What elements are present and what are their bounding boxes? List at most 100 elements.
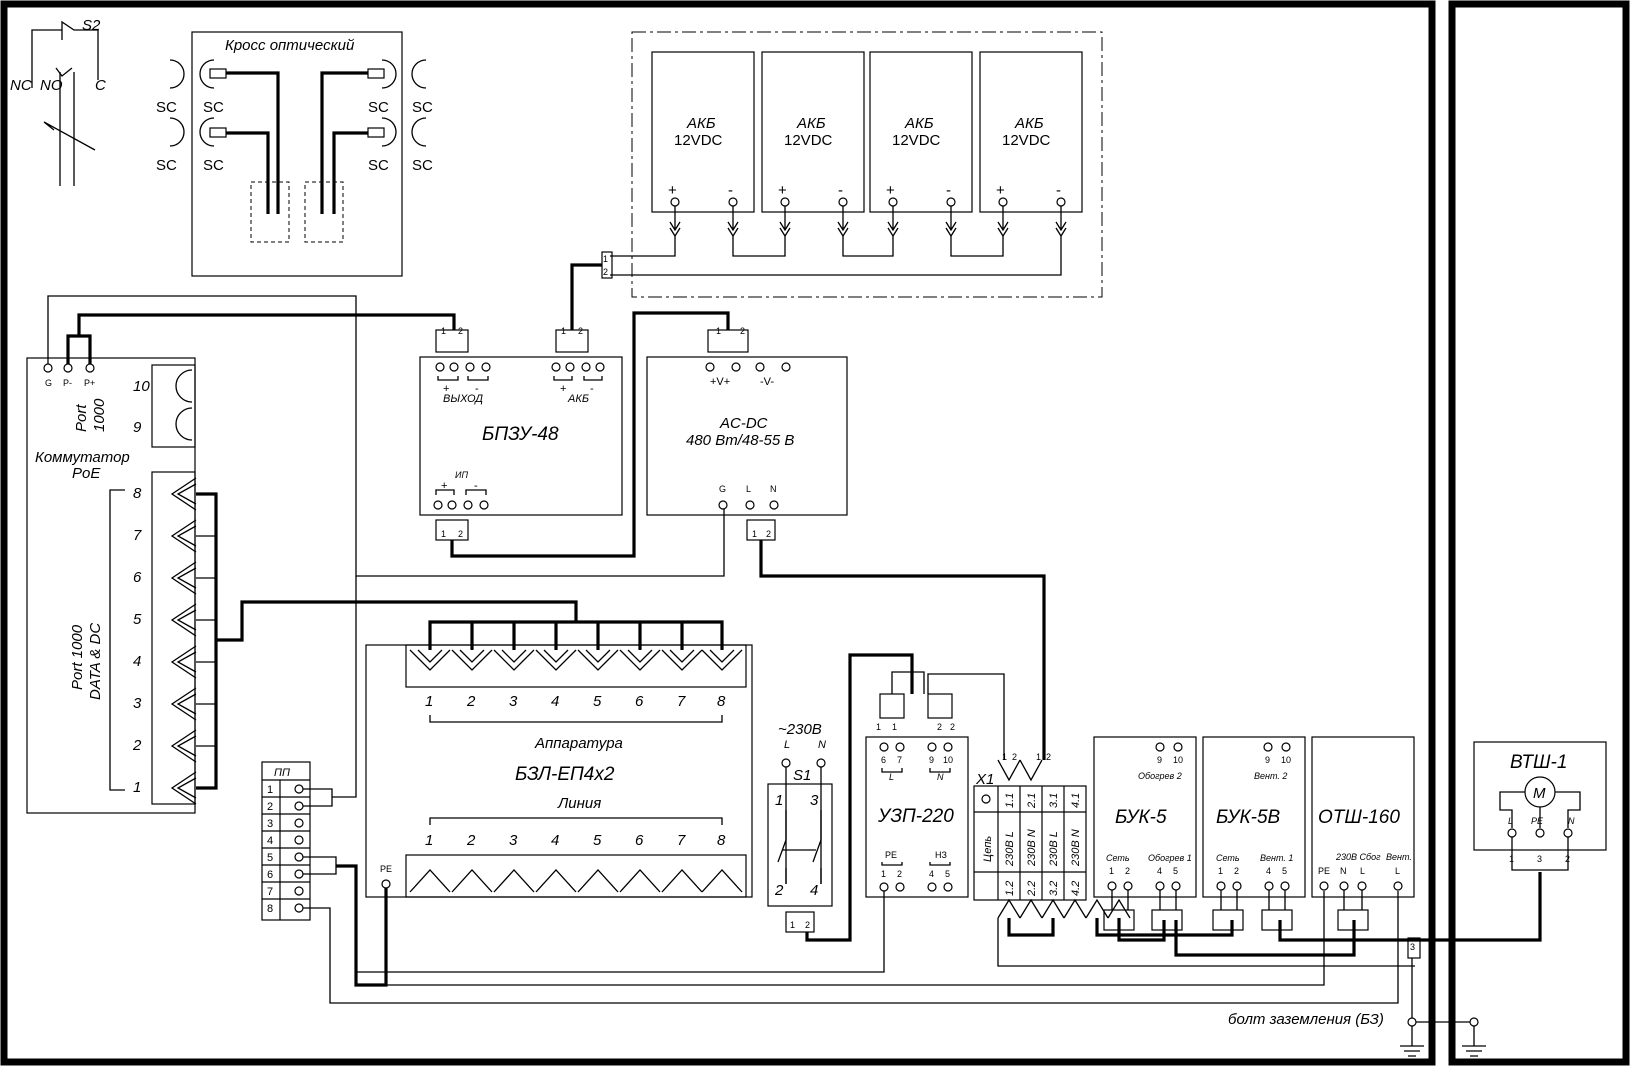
uzp-top-9: 9 [929, 755, 934, 765]
ground-bolt: болт заземления (БЗ) 3 [1228, 937, 1486, 1057]
buk5v-pin-1: 1 [1218, 866, 1223, 876]
buk5v-name: БУК-5В [1216, 807, 1281, 828]
poe-pin-pplus: P+ [84, 378, 95, 388]
s1-pin-1: 1 [775, 792, 783, 809]
buk5-pin-4: 4 [1157, 866, 1162, 876]
svg-text:2: 2 [458, 326, 463, 336]
sc-label-8: SC [412, 157, 433, 174]
acdc-vminus: -V- [760, 376, 774, 388]
bzl-bottom-port-4: 4 [551, 832, 559, 849]
uzp-top-6: 6 [881, 755, 886, 765]
svg-text:2: 2 [1012, 752, 1017, 762]
fiber-port-10: 10 [133, 378, 150, 395]
otsh-pin-l: L [1360, 866, 1365, 876]
copper-port-label-1: Port 1000 [69, 624, 86, 690]
svg-text:2: 2 [1046, 752, 1051, 762]
bzl-bottom-port-6: 6 [635, 832, 644, 849]
uzp-bottom-2: 2 [897, 869, 902, 879]
terminal-strip-pp: ПП 1 2 3 4 5 6 7 8 [261, 761, 311, 921]
x1-head-4: 4.1 [1070, 793, 1082, 808]
s1-mains: ~230В [778, 721, 822, 738]
poe-switch-title-2: PoE [72, 465, 101, 482]
x1-name: X1 [975, 771, 994, 788]
buk5v-pin-4: 4 [1266, 866, 1271, 876]
uzp-n: N [937, 772, 944, 782]
battery-3-plus: + [886, 182, 895, 199]
bpzu-akb-label: АКБ [567, 393, 589, 405]
poe-pin-g: G [45, 378, 52, 388]
svg-text:2: 2 [578, 326, 583, 336]
s2-c-label: C [95, 77, 106, 94]
bzl-bottom-port-8: 8 [717, 832, 726, 849]
otsh-pin-pe: PE [1318, 866, 1330, 876]
x1-bottom-2: 2.2 [1026, 881, 1038, 897]
uzp-bottom-5: 5 [945, 869, 950, 879]
otsh-pin-n: N [1340, 866, 1347, 876]
bzl-top-port-3: 3 [509, 693, 518, 710]
svg-text:2: 2 [603, 267, 608, 277]
acdc-l: L [746, 484, 751, 494]
bzl-top-port-5: 5 [593, 693, 602, 710]
bpzu-out-plus: + [443, 383, 449, 395]
buk5v-pin-2: 2 [1234, 866, 1239, 876]
bzl-top-port-8: 8 [717, 693, 726, 710]
vtsh-pe: PE [1531, 816, 1544, 826]
vtsh-name: ВТШ-1 [1510, 752, 1567, 773]
battery-1-voltage: 12VDC [674, 132, 723, 149]
otsh-sub1: 230В Сбог [1335, 852, 1381, 862]
otsh-name: ОТШ-160 [1318, 807, 1400, 828]
svg-text:1: 1 [790, 920, 795, 930]
battery-2-voltage: 12VDC [784, 132, 833, 149]
svg-text:2: 2 [805, 920, 810, 930]
x1-mid-4: 230В N [1070, 829, 1082, 867]
terminal-strip-title: ПП [274, 767, 290, 779]
poe-switch: Коммутатор PoE G P- P+ 10 9 Port 1000 Po… [26, 357, 218, 814]
copper-port-7: 7 [133, 527, 142, 544]
bpzu-akb-plus: + [560, 383, 566, 395]
copper-port-label-2: DATA & DC [87, 623, 104, 700]
svg-text:2: 2 [458, 529, 463, 539]
bzl-top-label: Аппаратура [534, 735, 623, 752]
bpzu-out-label: ВЫХОД [443, 393, 483, 405]
buk5-pin-1: 1 [1109, 866, 1114, 876]
s1-name: S1 [793, 767, 811, 784]
battery-1-minus: - [728, 182, 733, 199]
battery-3-voltage: 12VDC [892, 132, 941, 149]
buk5v-top-label: Вент. 2 [1254, 771, 1287, 781]
wiring [47, 263, 1542, 1018]
vtsh-motor-icon: M [1533, 785, 1546, 802]
terminal-row-4: 4 [267, 835, 273, 847]
x1-mid-2: 230В N [1026, 829, 1038, 867]
vtsh-1: ВТШ-1 M L PE N 1 3 2 [1473, 741, 1607, 871]
svg-text:1: 1 [603, 254, 608, 264]
buk5-heat1: Обогрев 1 [1148, 853, 1192, 863]
svg-text:3: 3 [1410, 942, 1415, 952]
acdc-n: N [770, 484, 777, 494]
s1-pin-2: 2 [774, 882, 784, 899]
bpzu-out-minus: - [475, 383, 479, 395]
bzl-name: БЗЛ-ЕП4х2 [515, 764, 615, 785]
terminal-row-5: 5 [267, 852, 273, 864]
bzl-top-port-4: 4 [551, 693, 559, 710]
uzp-pe: PE [885, 850, 897, 860]
buk5v-vent1: Вент. 1 [1260, 853, 1293, 863]
copper-port-5: 5 [133, 611, 142, 628]
uzp-top-10: 10 [943, 755, 953, 765]
uzp-bottom-4: 4 [929, 869, 934, 879]
copper-port-6: 6 [133, 569, 142, 586]
bpzu-name: БПЗУ-48 [482, 424, 559, 445]
terminal-row-8: 8 [267, 903, 273, 915]
svg-text:1: 1 [1036, 752, 1041, 762]
battery-3-name: АКБ [904, 115, 934, 132]
bzl-bottom-port-5: 5 [593, 832, 602, 849]
uzp-top-7: 7 [897, 755, 902, 765]
battery-4-name: АКБ [1014, 115, 1044, 132]
buk5-top-10: 10 [1173, 755, 1183, 765]
vtsh-l: L [1508, 816, 1513, 826]
fiber-port-label-1: Port [73, 404, 90, 432]
sc-label-6: SC [203, 157, 224, 174]
terminal-block-x1: X1 Цепь 1.1 2.1 3.1 4.1 230В L 230В N 23… [973, 752, 1131, 919]
